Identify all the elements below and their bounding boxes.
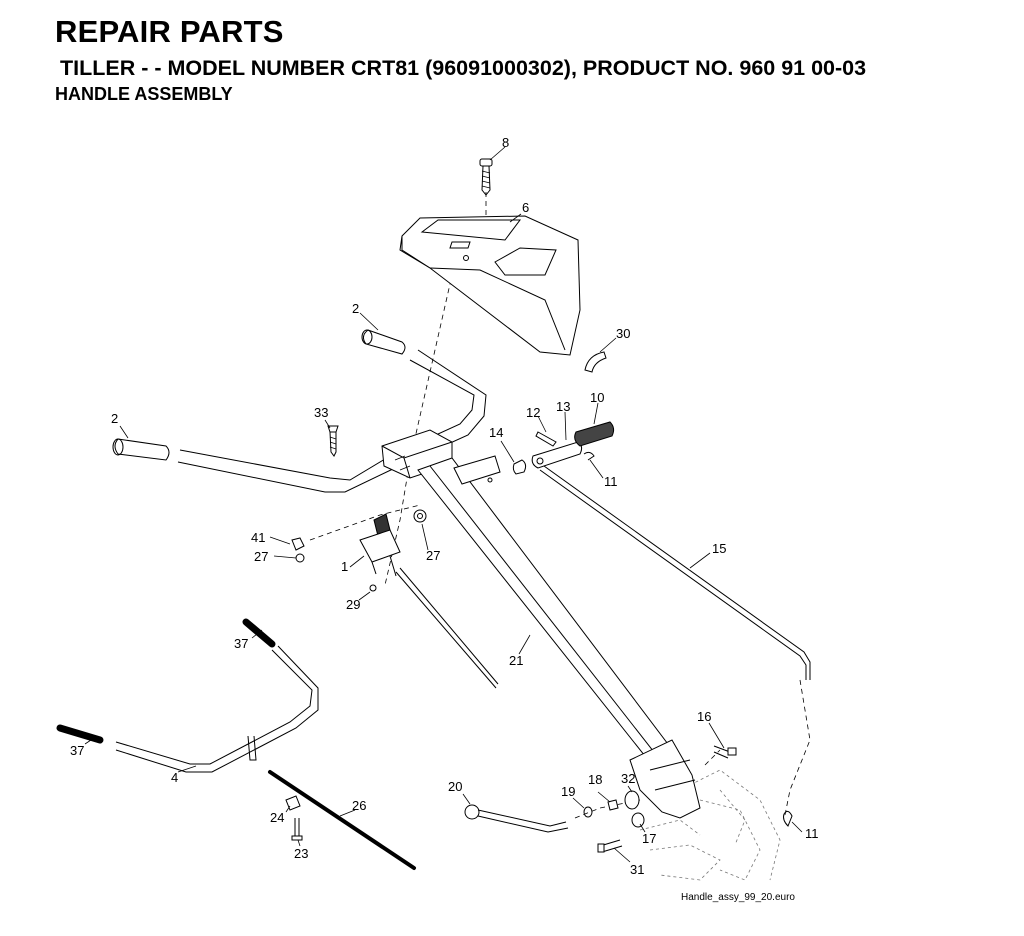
callout-10: 10 <box>590 390 604 405</box>
callout-19: 19 <box>561 784 575 799</box>
part-33-bolt <box>327 425 339 457</box>
callout-2: 2 <box>352 301 359 316</box>
callout-27: 27 <box>426 548 440 563</box>
part-31-bolt <box>597 839 623 853</box>
callout-21: 21 <box>509 653 523 668</box>
callout-26: 26 <box>352 798 366 813</box>
callout-29: 29 <box>346 597 360 612</box>
side-bracket <box>453 455 501 485</box>
callout-27: 27 <box>254 549 268 564</box>
part-4-lower-handle <box>115 645 319 773</box>
part-10-grip <box>574 421 615 447</box>
part-16-bolt <box>713 745 737 759</box>
part-12-pin <box>535 431 557 447</box>
callout-6: 6 <box>522 200 529 215</box>
callout-30: 30 <box>616 326 630 341</box>
part-27-nut-right <box>413 509 427 523</box>
callout-15: 15 <box>712 541 726 556</box>
part-20-shift-lever <box>464 804 569 833</box>
callout-16: 16 <box>697 709 711 724</box>
part-17-spacer <box>631 812 645 828</box>
tiller-body-outline <box>639 769 781 881</box>
callout-8: 8 <box>502 135 509 150</box>
drawing-filename: Handle_assy_99_20.euro <box>681 892 795 903</box>
part-11-clip-lower <box>783 810 793 827</box>
model-subtitle: TILLER - - MODEL NUMBER CRT81 (960910003… <box>60 56 867 80</box>
part-1-bracket <box>359 529 401 577</box>
callout-37: 37 <box>234 636 248 651</box>
callout-41: 41 <box>251 530 265 545</box>
callout-11: 11 <box>805 826 819 841</box>
callout-24: 24 <box>270 810 284 825</box>
part-41-nut <box>291 537 305 551</box>
part-8-screw <box>479 158 493 196</box>
part-18-nut <box>607 799 619 811</box>
callout-23: 23 <box>294 846 308 861</box>
page-title: REPAIR PARTS <box>55 14 284 49</box>
part-19-washer <box>583 806 593 818</box>
callout-12: 12 <box>526 405 540 420</box>
part-30-clip <box>584 351 607 373</box>
part-26-cable <box>268 770 416 870</box>
callout-17: 17 <box>642 831 656 846</box>
part-15-rod <box>539 465 811 680</box>
callout-13: 13 <box>556 399 570 414</box>
part-21-main-tube <box>417 457 701 819</box>
callout-11: 11 <box>604 474 618 489</box>
part-27-nut-left <box>295 553 305 563</box>
callout-14: 14 <box>489 425 503 440</box>
callout-31: 31 <box>630 862 644 877</box>
callout-37: 37 <box>70 743 84 758</box>
callout-2: 2 <box>111 411 118 426</box>
callout-4: 4 <box>171 770 178 785</box>
callout-18: 18 <box>588 772 602 787</box>
part-2-upper-grip <box>361 329 406 355</box>
part-37-grip-upper <box>242 618 276 648</box>
part-6-dash-panel <box>399 215 581 356</box>
section-title: HANDLE ASSEMBLY <box>55 84 233 104</box>
part-29-fastener <box>369 584 377 592</box>
control-rod <box>395 567 499 689</box>
part-11-clip-upper <box>583 451 595 461</box>
part-23-bolt <box>291 818 303 841</box>
part-32-bushing <box>624 790 640 810</box>
part-14-spacer <box>512 459 527 475</box>
part-2-lower-grip <box>112 438 170 461</box>
callout-1: 1 <box>341 559 348 574</box>
callout-32: 32 <box>621 771 635 786</box>
callout-labels: 8 6 2 30 2 33 12 13 10 14 11 41 27 27 1 … <box>70 135 819 877</box>
callout-33: 33 <box>314 405 328 420</box>
callout-20: 20 <box>448 779 462 794</box>
part-13-lever <box>531 441 583 469</box>
part-24-clip <box>285 795 301 811</box>
callout-leader-lines <box>84 146 803 863</box>
